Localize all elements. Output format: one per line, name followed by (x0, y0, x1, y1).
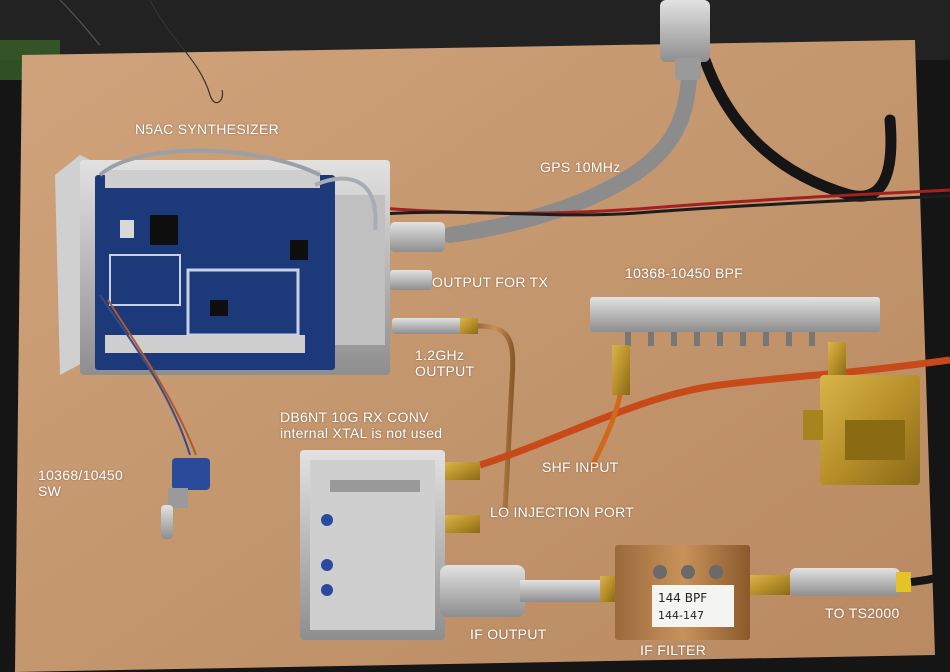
black-power-wire (379, 194, 950, 217)
converter-trace (330, 480, 420, 492)
semi-rigid-cable (477, 323, 516, 511)
black-coax-cable (699, 54, 897, 202)
wire-harness (314, 176, 378, 231)
trimmer-pot (321, 584, 333, 596)
switch-lever (161, 505, 173, 539)
filter-trimmer (653, 565, 667, 579)
ic-chip (150, 215, 178, 245)
lo-injection-connector (445, 515, 480, 533)
pcb-bottom-strip (105, 335, 305, 353)
switch-wire (99, 294, 191, 456)
label-n5ac-synthesizer: N5AC SYNTHESIZER (135, 121, 280, 137)
thin-wire (149, 0, 224, 104)
ts2000-cable (910, 566, 950, 586)
sma-connector (460, 318, 478, 334)
sma-connector (392, 318, 462, 334)
bpf-sma-input (612, 345, 630, 395)
switch-bushing (168, 488, 188, 508)
adapter-chain (600, 576, 615, 602)
gps-input-connector (390, 222, 445, 252)
switch-wire (107, 299, 197, 456)
bpf-tuning-screws (625, 332, 815, 346)
label-to-ts2000: TO TS2000 (825, 605, 900, 621)
label-shf-input: SHF INPUT (542, 459, 619, 475)
filter-paper-note (652, 585, 734, 627)
trimmer-pot (321, 514, 333, 526)
ic-chip (210, 300, 228, 316)
adapter-chain (750, 575, 790, 595)
pcb-header-strip (105, 170, 320, 188)
waveguide-flange (845, 420, 905, 460)
shf-cable (587, 394, 623, 472)
band-pass-filter (590, 297, 880, 332)
note-line-1: 144 BPF (658, 591, 707, 605)
ic-chip (290, 240, 308, 260)
label-switch: 10368/10450 SW (38, 467, 124, 499)
gps-grey-cable (442, 42, 698, 243)
shf-input-connector (445, 462, 480, 480)
crystal (120, 220, 134, 238)
toggle-switch-body (172, 458, 210, 490)
red-coax-cable (478, 356, 950, 469)
ts2000-bnc-connector (790, 568, 900, 596)
note-line-2: 144-147 (658, 609, 704, 622)
bpf-sma-output (828, 342, 846, 377)
label-1-2ghz-output: 1.2GHz OUTPUT (415, 347, 475, 379)
waveguide-tab (803, 410, 823, 440)
connector-nut (675, 58, 701, 80)
label-lo-injection-port: LO INJECTION PORT (490, 504, 635, 520)
tx-output-connector (390, 270, 432, 290)
filter-trimmer (709, 565, 723, 579)
label-if-filter: IF FILTER (640, 642, 707, 658)
shield-frame (109, 254, 181, 306)
label-gps-10mhz: GPS 10MHz (540, 159, 621, 175)
label-output-for-tx: OUTPUT FOR TX (432, 274, 549, 290)
trimmer-pot (321, 559, 333, 571)
adapter-chain (520, 580, 610, 602)
if-output-n-connector (440, 565, 525, 617)
thin-wire (59, 0, 101, 46)
label-db6nt-converter: DB6NT 10G RX CONV internal XTAL is not u… (280, 409, 443, 441)
n-connector-top (660, 0, 710, 62)
filter-trimmer (681, 565, 695, 579)
label-bpf: 10368-10450 BPF (625, 265, 744, 281)
wire-harness (98, 148, 321, 177)
label-if-output: IF OUTPUT (470, 626, 547, 642)
yellow-tape (896, 572, 911, 592)
